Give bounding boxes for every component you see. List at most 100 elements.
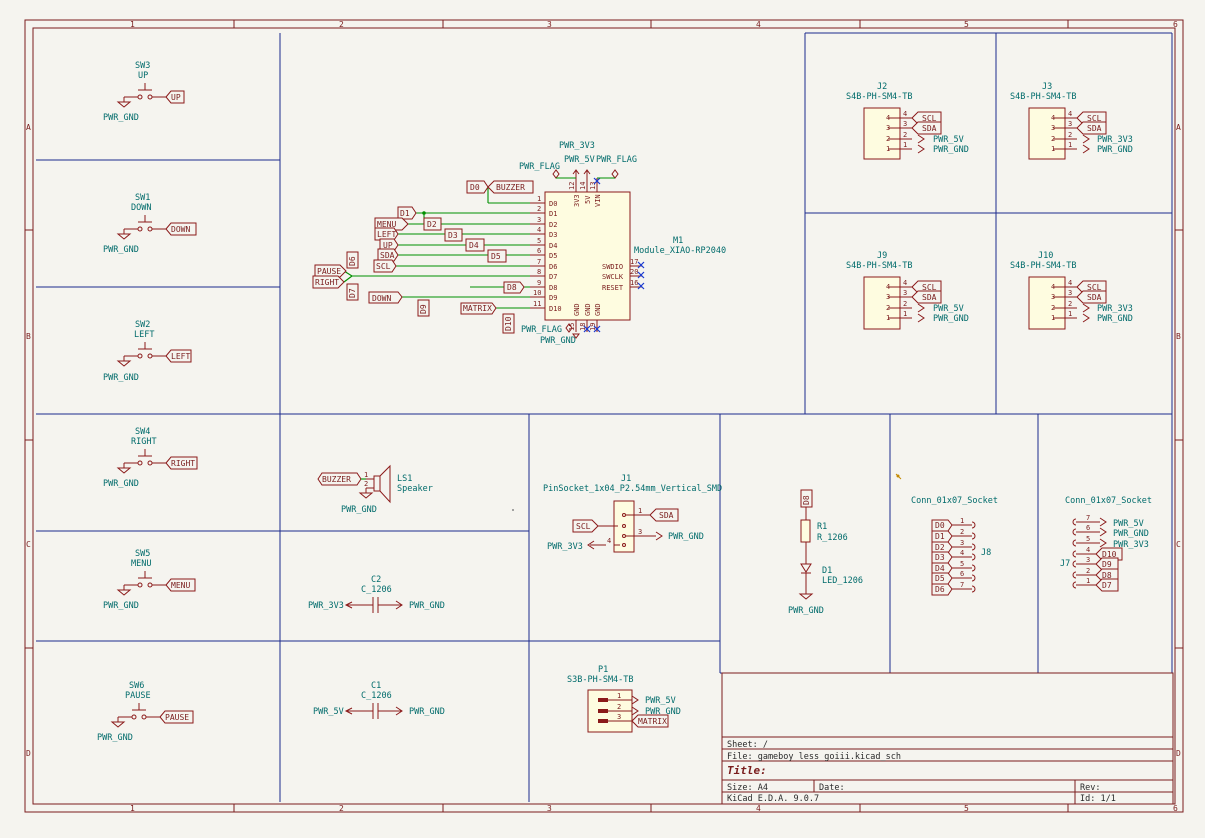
led-circuit[interactable]: D8 R1 R_1206 D1 LED_1206 PWR_GND	[788, 489, 863, 616]
svg-text:B: B	[1176, 332, 1181, 341]
svg-text:D: D	[26, 749, 31, 758]
svg-text:PWR_GND: PWR_GND	[645, 707, 681, 717]
svg-text:3: 3	[1086, 556, 1090, 564]
svg-text:20: 20	[630, 268, 638, 276]
svg-text:5: 5	[960, 560, 964, 568]
svg-text:M1: M1	[673, 236, 683, 246]
svg-text:LEFT: LEFT	[171, 352, 190, 361]
svg-text:MENU: MENU	[171, 581, 190, 590]
svg-text:J7: J7	[1060, 559, 1070, 569]
svg-text:SDA: SDA	[1087, 293, 1102, 302]
svg-text:R_1206: R_1206	[817, 533, 848, 543]
switch-sw5[interactable]: SW5 MENU PWR_GND MENU	[103, 549, 196, 611]
pin-socket-j1[interactable]: J1 PinSocket_1x04_P2.54mm_Vertical_SMD 1…	[543, 474, 722, 553]
svg-text:PWR_3V3: PWR_3V3	[308, 601, 344, 611]
svg-text:5: 5	[964, 20, 969, 29]
svg-text:3: 3	[547, 804, 552, 813]
svg-text:PAUSE: PAUSE	[125, 691, 151, 701]
svg-text:D5: D5	[935, 574, 945, 583]
switch-sw2[interactable]: SW2 LEFT PWR_GND LEFT	[103, 320, 192, 383]
svg-text:2: 2	[886, 135, 890, 143]
svg-text:1: 1	[130, 20, 135, 29]
svg-text:PWR_5V: PWR_5V	[933, 135, 964, 145]
tb-title: Title:	[727, 764, 767, 777]
svg-text:S4B-PH-SM4-TB: S4B-PH-SM4-TB	[1010, 92, 1077, 102]
connector-j10[interactable]: J10 S4B-PH-SM4-TB 43 21 43 21 SCL SDA PW…	[1010, 251, 1133, 330]
svg-text:D6: D6	[935, 585, 945, 594]
svg-text:SW3: SW3	[135, 61, 150, 71]
svg-text:D0: D0	[470, 183, 480, 192]
svg-text:D8: D8	[507, 283, 517, 292]
svg-text:J10: J10	[1038, 251, 1053, 261]
svg-text:1: 1	[1051, 314, 1055, 322]
svg-text:SCL: SCL	[376, 262, 391, 271]
svg-text:S3B-PH-SM4-TB: S3B-PH-SM4-TB	[567, 675, 634, 685]
svg-text:SDA: SDA	[922, 124, 937, 133]
svg-text:A: A	[26, 123, 31, 132]
tb-id: Id: 1/1	[1080, 794, 1116, 804]
svg-text:BUZZER: BUZZER	[322, 475, 351, 484]
svg-text:S4B-PH-SM4-TB: S4B-PH-SM4-TB	[1010, 261, 1077, 271]
svg-text:J9: J9	[877, 251, 887, 261]
switch-sw1[interactable]: SW1 DOWN PWR_GND DOWN	[103, 193, 197, 255]
connector-j3[interactable]: J3 S4B-PH-SM4-TB 43 21 43 21 SCL SDA PWR…	[1010, 82, 1133, 160]
svg-text:2: 2	[364, 480, 368, 488]
svg-text:4: 4	[886, 283, 890, 291]
svg-text:Conn_01x07_Socket: Conn_01x07_Socket	[1065, 496, 1152, 506]
svg-text:2: 2	[1086, 567, 1090, 575]
svg-text:A: A	[1176, 123, 1181, 132]
svg-text:D7: D7	[348, 288, 357, 298]
svg-text:DOWN: DOWN	[171, 225, 190, 234]
svg-text:12: 12	[568, 182, 576, 190]
svg-text:D2: D2	[935, 543, 945, 552]
speaker-ls1[interactable]: BUZZER 1 2 LS1 Speaker PWR_GND	[317, 464, 433, 515]
svg-text:PWR_3V3: PWR_3V3	[1113, 540, 1149, 550]
svg-text:2: 2	[1068, 131, 1072, 139]
svg-text:4: 4	[1068, 279, 1072, 287]
svg-text:D2: D2	[549, 221, 557, 229]
connector-j2[interactable]: J2 S4B-PH-SM4-TB 43 21 43 21 SCL SDA PWR…	[846, 82, 969, 160]
connector-p1[interactable]: P1 S3B-PH-SM4-TB 1 2 3 PWR_5V PWR_GND MA…	[567, 665, 681, 733]
switch-sw3[interactable]: SW3 UP PWR_GND UP	[103, 61, 185, 123]
capacitor-c1[interactable]: C1 C_1206 PWR_5V PWR_GND	[313, 681, 445, 719]
mcu-top-pins: 3V3 5V VIN 12 14 13	[568, 177, 602, 207]
mcu-net-labels: D0 BUZZER D1 MENU D2 LEFT D3 UP D4 SDA D…	[312, 180, 534, 334]
svg-text:D0: D0	[935, 521, 945, 530]
svg-text:MATRIX: MATRIX	[638, 717, 667, 726]
switch-sw4[interactable]: SW4 RIGHT PWR_GND RIGHT	[103, 427, 198, 489]
mcu-module[interactable]: M1 Module_XIAO-RP2040 D0 D1 D2 D3 D4 D5 …	[519, 141, 726, 346]
svg-text:9: 9	[537, 279, 541, 287]
svg-text:6: 6	[960, 570, 964, 578]
svg-text:PWR_GND: PWR_GND	[341, 505, 377, 515]
svg-text:2: 2	[617, 703, 621, 711]
svg-text:PWR_GND: PWR_GND	[97, 733, 133, 743]
svg-text:C2: C2	[371, 575, 381, 585]
svg-text:4: 4	[607, 537, 611, 545]
svg-text:UP: UP	[171, 93, 181, 102]
switch-sw6[interactable]: SW6 PAUSE PWR_GND PAUSE	[97, 681, 194, 743]
svg-text:VIN: VIN	[594, 194, 602, 207]
svg-text:S4B-PH-SM4-TB: S4B-PH-SM4-TB	[846, 92, 913, 102]
connector-j7[interactable]: Conn_01x07_Socket J7 7 6 5 4 3 2 1 PWR_5…	[1060, 496, 1152, 592]
svg-text:GND: GND	[584, 303, 592, 316]
svg-text:PWR_5V: PWR_5V	[564, 155, 595, 165]
svg-text:C_1206: C_1206	[361, 691, 392, 701]
svg-text:2: 2	[1051, 135, 1055, 143]
svg-text:Module_XIAO-RP2040: Module_XIAO-RP2040	[634, 246, 726, 256]
svg-text:3: 3	[903, 120, 907, 128]
svg-text:2: 2	[903, 300, 907, 308]
svg-text:SCL: SCL	[922, 114, 937, 123]
connector-j8[interactable]: Conn_01x07_Socket J8 D0 D1 D2 D3 D4 D5 D…	[911, 496, 998, 596]
svg-text:C_1206: C_1206	[361, 585, 392, 595]
svg-text:1: 1	[1068, 141, 1072, 149]
svg-text:PWR_3V3: PWR_3V3	[1097, 135, 1133, 145]
svg-text:17: 17	[630, 258, 638, 266]
svg-text:Speaker: Speaker	[397, 484, 433, 494]
svg-text:B: B	[26, 332, 31, 341]
connector-j9[interactable]: J9 S4B-PH-SM4-TB 43 21 43 21 SCL SDA PWR…	[846, 251, 969, 330]
svg-text:SDA: SDA	[380, 251, 395, 260]
tb-sheet: Sheet: /	[727, 740, 768, 750]
svg-text:PAUSE: PAUSE	[165, 713, 189, 722]
capacitor-c2[interactable]: C2 C_1206 PWR_3V3 PWR_GND	[308, 575, 445, 613]
